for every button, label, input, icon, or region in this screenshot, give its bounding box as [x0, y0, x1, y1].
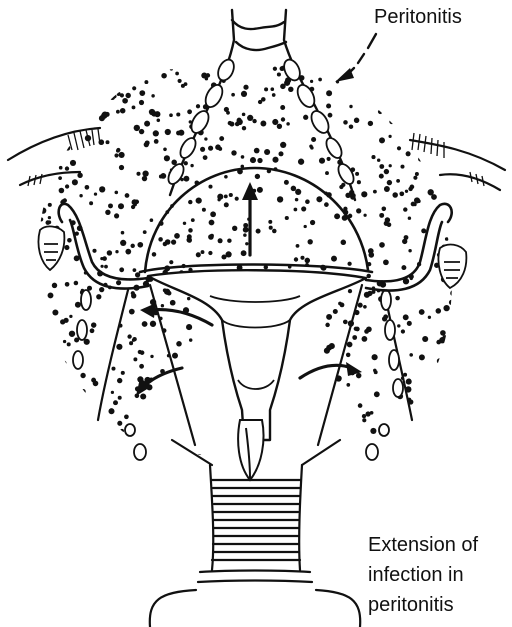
vagina: [210, 465, 302, 570]
right-arrow: [300, 365, 352, 378]
label-pointer: [335, 34, 376, 82]
uterus-body: [148, 270, 366, 440]
caption-line-3: peritonitis: [368, 590, 478, 620]
peritonitis-label: Peritonitis: [374, 5, 462, 29]
cervix: [238, 420, 263, 480]
figure-caption: Extension of infection in peritonitis: [368, 530, 478, 620]
caption-line-2: infection in: [368, 560, 478, 590]
caption-line-1: Extension of: [368, 530, 478, 560]
